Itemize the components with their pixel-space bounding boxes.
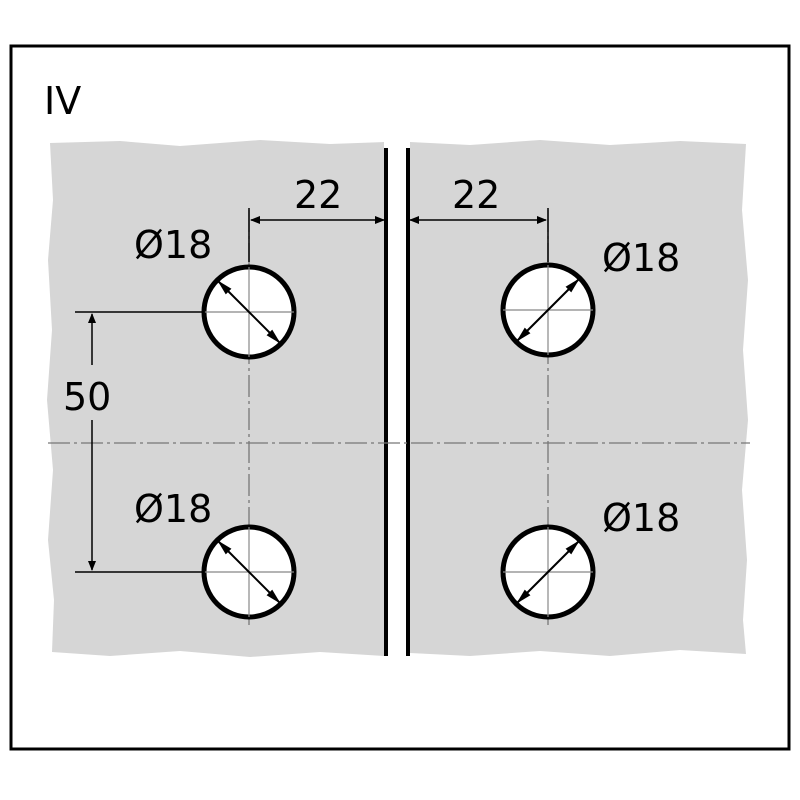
offset-dimensions: [248, 208, 549, 262]
diameter-arrows: [217, 278, 580, 604]
view-label: IV: [44, 79, 81, 123]
spacing-dimension: [75, 311, 205, 573]
right-offset-label: 22: [452, 173, 500, 217]
diameter-label-left-top: Ø18: [134, 223, 212, 267]
diameter-label-right-bottom: Ø18: [602, 496, 680, 540]
diameter-label-right-top: Ø18: [602, 236, 680, 280]
left-offset-label: 22: [294, 173, 342, 217]
spacing-label: 50: [63, 375, 111, 419]
diameter-label-left-bottom: Ø18: [134, 487, 212, 531]
right-glass-panel: [410, 140, 748, 656]
left-glass-panel: [47, 140, 384, 657]
